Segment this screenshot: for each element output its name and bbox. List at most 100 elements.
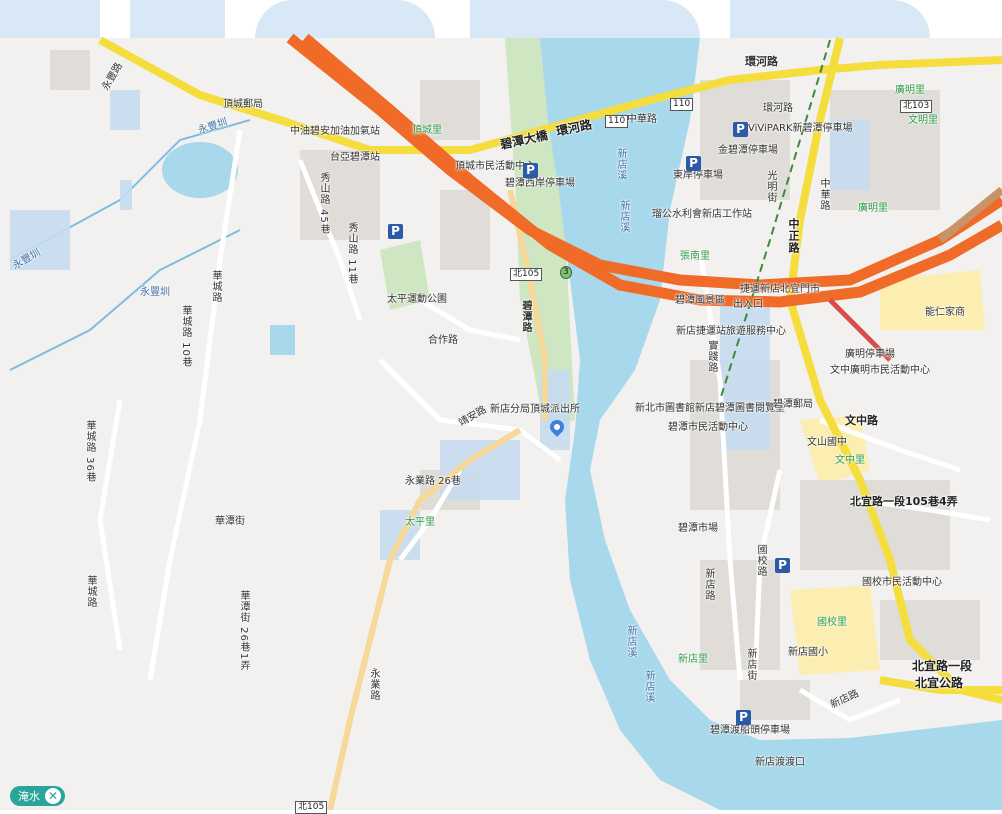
- mrt-line: [719, 39, 831, 401]
- poi-label[interactable]: 廣明停車場: [845, 349, 895, 360]
- road-label: 實踐路: [706, 340, 717, 373]
- poi-label[interactable]: 金碧潭停車場: [718, 145, 778, 156]
- poi-label[interactable]: 碧潭郵局: [773, 399, 813, 410]
- road-label: 新店路: [703, 568, 714, 601]
- poi-label[interactable]: 國校里: [817, 617, 847, 628]
- poi-label[interactable]: 文山國中: [807, 437, 847, 448]
- route-shield: 3: [560, 266, 572, 279]
- poi-label[interactable]: 碧潭渡船頭停車場: [710, 725, 790, 736]
- pond: [162, 142, 238, 198]
- header-strip: [0, 0, 1002, 38]
- huanhe-road-line: [98, 36, 1002, 154]
- poi-label[interactable]: 能仁家商: [925, 307, 965, 318]
- poi-label[interactable]: 碧潭市場: [678, 523, 718, 534]
- road-label: 北宜路一段: [912, 659, 973, 673]
- road-label: 合作路: [428, 335, 458, 346]
- parking-icon[interactable]: P: [523, 163, 538, 178]
- xindian-river: [540, 38, 1002, 810]
- header-decoration: [470, 0, 700, 38]
- poi-label[interactable]: 台亞碧潭站: [330, 152, 380, 163]
- poi-label[interactable]: 新北市圖書館新店碧潭圖書閱覽室: [635, 403, 785, 414]
- road-label: 秀山路 11巷: [346, 222, 357, 285]
- poi-label[interactable]: 東岸停車場: [673, 170, 723, 181]
- river-label: 新店溪: [643, 670, 654, 703]
- poi-label[interactable]: 中油碧安加油加氣站: [290, 126, 380, 137]
- zhongzheng-road-line: [785, 37, 1002, 704]
- road-label: 新店街: [745, 648, 756, 681]
- route-shield: 北105: [510, 268, 543, 281]
- yongye-road-line: [327, 427, 522, 810]
- road-label: 華城路 36巷: [84, 420, 95, 483]
- guoxiao-area: [790, 585, 880, 675]
- road-label: 北宜公路: [915, 676, 964, 690]
- expressway-a: [286, 33, 1002, 291]
- poi-label[interactable]: 碧潭市民活動中心: [668, 422, 748, 433]
- parking-icon[interactable]: P: [686, 156, 701, 171]
- road-label: 秀山路 45巷: [318, 172, 329, 235]
- parking-icon[interactable]: P: [775, 558, 790, 573]
- poi-label[interactable]: 新店分局頂城派出所: [490, 404, 580, 415]
- road-label: 北宜路一段105巷4弄: [850, 495, 958, 508]
- nengren-area: [880, 270, 985, 330]
- poi-label[interactable]: 太平運動公園: [387, 294, 447, 305]
- parking-icon[interactable]: P: [388, 224, 403, 239]
- poi-label[interactable]: 出入口: [733, 299, 763, 310]
- parking-icon[interactable]: P: [736, 710, 751, 725]
- road-label: 華潭街: [215, 516, 245, 527]
- road-label: 中華路: [818, 178, 829, 211]
- poi-label[interactable]: 文中廣明市民活動中心: [830, 365, 930, 376]
- road-label: 環河路: [745, 55, 778, 68]
- road-label: 華潭街 26巷1弄: [238, 590, 249, 672]
- header-decoration: [255, 0, 435, 38]
- poi-label[interactable]: 頂城郵局: [223, 99, 263, 110]
- road-label: 環河路: [763, 103, 793, 114]
- route-shield: 110: [670, 98, 694, 111]
- road-label: 碧潭路: [520, 300, 531, 333]
- poi-label[interactable]: 文中里: [835, 455, 865, 466]
- route-shield: 北103: [900, 100, 933, 113]
- poi-label[interactable]: 新店捷運站旅遊服務中心: [676, 326, 786, 337]
- legend-label: 淹水: [18, 790, 40, 803]
- road-label: 光明街: [765, 170, 776, 203]
- road-label: 國校路: [755, 544, 766, 577]
- flood-legend-chip[interactable]: 淹水 ✕: [10, 786, 65, 806]
- road-label: 華城路: [210, 270, 221, 303]
- road-label: 華城路: [85, 575, 96, 608]
- poi-label[interactable]: 廣明里: [858, 203, 888, 214]
- poi-label[interactable]: 碧潭西岸停車場: [505, 178, 575, 189]
- road-label: 華城路 10巷: [180, 305, 191, 368]
- poi-label[interactable]: 國校市民活動中心: [862, 577, 942, 588]
- river-label: 新店溪: [625, 625, 636, 658]
- route-shield: 110: [605, 115, 629, 128]
- route-shield: 北105: [295, 801, 328, 814]
- poi-label[interactable]: 文明里: [908, 115, 938, 126]
- river-label: 新店溪: [615, 148, 626, 181]
- parking-icon[interactable]: P: [733, 122, 748, 137]
- canal-label: 永豐圳: [140, 287, 170, 298]
- poi-label[interactable]: 新店國小: [788, 647, 828, 658]
- poi-label[interactable]: 頂城市民活動中心: [455, 161, 535, 172]
- taiping-park-area: [380, 240, 430, 310]
- poi-label[interactable]: 碧潭風景區: [675, 295, 725, 306]
- road-label: 永業路: [368, 668, 379, 701]
- poi-label[interactable]: 太平里: [405, 517, 435, 528]
- poi-label[interactable]: 瑠公水利會新店工作站: [652, 209, 752, 220]
- road-label: 文中路: [845, 414, 878, 427]
- poi-label[interactable]: 頂城里: [412, 125, 442, 136]
- poi-label[interactable]: 廣明里: [895, 85, 925, 96]
- river-label: 新店溪: [618, 200, 629, 233]
- red-ramp: [828, 298, 892, 362]
- poi-label[interactable]: 新店渡渡口: [755, 757, 805, 768]
- close-icon[interactable]: ✕: [45, 788, 61, 804]
- road-label: 中華路: [627, 114, 657, 125]
- poi-label[interactable]: 新店里: [678, 654, 708, 665]
- poi-label[interactable]: ViViPARK新碧潭停車場: [748, 123, 853, 134]
- road-label: 中正路: [787, 218, 800, 254]
- header-decoration: [0, 0, 100, 38]
- road-label: 永業路 26巷: [405, 476, 461, 487]
- elevated-link: [937, 186, 1002, 244]
- header-decoration: [730, 0, 930, 38]
- poi-label[interactable]: 張南里: [680, 251, 710, 262]
- poi-label[interactable]: 捷運新店北宜門市: [740, 284, 820, 295]
